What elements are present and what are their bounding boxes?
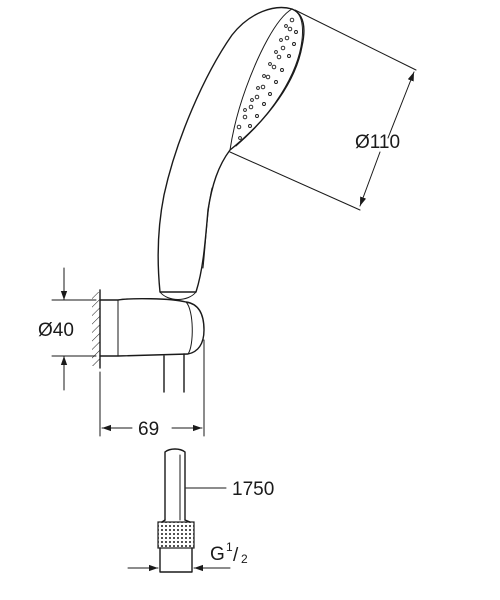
dim-head-diameter: Ø110 bbox=[229, 9, 417, 211]
wall-hatch bbox=[92, 292, 100, 366]
wall-holder bbox=[92, 289, 205, 393]
handle-cone bbox=[159, 291, 197, 300]
thread-slash: / bbox=[233, 545, 239, 566]
head-rim bbox=[229, 8, 293, 151]
hose-top-cap bbox=[164, 448, 186, 521]
hand-shower bbox=[157, 6, 305, 300]
spray-face bbox=[235, 8, 303, 147]
dim-thread: G 1 / 2 bbox=[127, 540, 248, 572]
hand-shower-outline bbox=[157, 6, 305, 293]
dim-holder-diameter: Ø40 bbox=[38, 267, 97, 391]
holder-body bbox=[99, 297, 205, 357]
handle-edge bbox=[202, 187, 213, 269]
hose-length-label: 1750 bbox=[232, 479, 274, 500]
thread-denominator: 2 bbox=[241, 552, 248, 566]
thread-prefix: G bbox=[210, 544, 225, 565]
spray-nozzles bbox=[236, 17, 298, 140]
head-diameter-label: Ø110 bbox=[355, 132, 400, 153]
hose-upper bbox=[163, 353, 185, 393]
hose-detail: 1750 bbox=[157, 448, 274, 573]
thread-numerator: 1 bbox=[226, 540, 233, 554]
hose-nut-neck bbox=[161, 519, 191, 523]
projection-label: 69 bbox=[138, 419, 159, 440]
holder-cup bbox=[185, 301, 193, 355]
holder-diameter-label: Ø40 bbox=[38, 320, 74, 341]
hose-nut bbox=[157, 521, 195, 549]
hose-thread bbox=[159, 547, 193, 573]
dim-projection: 69 bbox=[99, 339, 205, 440]
